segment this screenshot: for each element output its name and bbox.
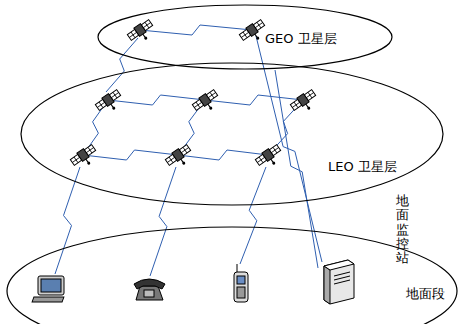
- layer-label: LEO 卫星层: [328, 159, 397, 175]
- telephone-icon: [134, 279, 165, 300]
- radio-link: [106, 38, 138, 92]
- radio-link: [55, 167, 80, 274]
- ground-station: 地面监控站: [318, 194, 416, 302]
- layer-ellipse: 地面段地面监控站: [6, 226, 458, 324]
- ellipse-outline: [20, 62, 444, 206]
- layer-label: 地面段: [406, 286, 445, 302]
- radio-link: [178, 150, 268, 160]
- mobile-phone-icon: [234, 264, 248, 302]
- radio-link: [83, 100, 108, 155]
- radio-link: [150, 167, 176, 276]
- radio-link: [275, 70, 318, 268]
- ellipse-outline: [97, 4, 393, 70]
- radio-link: [108, 95, 205, 105]
- station-label: 地面监控站: [396, 194, 409, 265]
- computer-icon: [32, 276, 64, 302]
- radio-link: [83, 150, 178, 160]
- layer-ellipse: LEO 卫星层: [20, 62, 444, 206]
- radio-link: [140, 25, 252, 35]
- radio-link: [178, 100, 205, 155]
- radio-link: [205, 95, 303, 105]
- ellipse-outline: [6, 226, 458, 324]
- layer-ellipse: GEO 卫星层: [97, 4, 393, 70]
- layer-label: GEO 卫星层: [265, 31, 337, 47]
- radio-link: [240, 167, 266, 264]
